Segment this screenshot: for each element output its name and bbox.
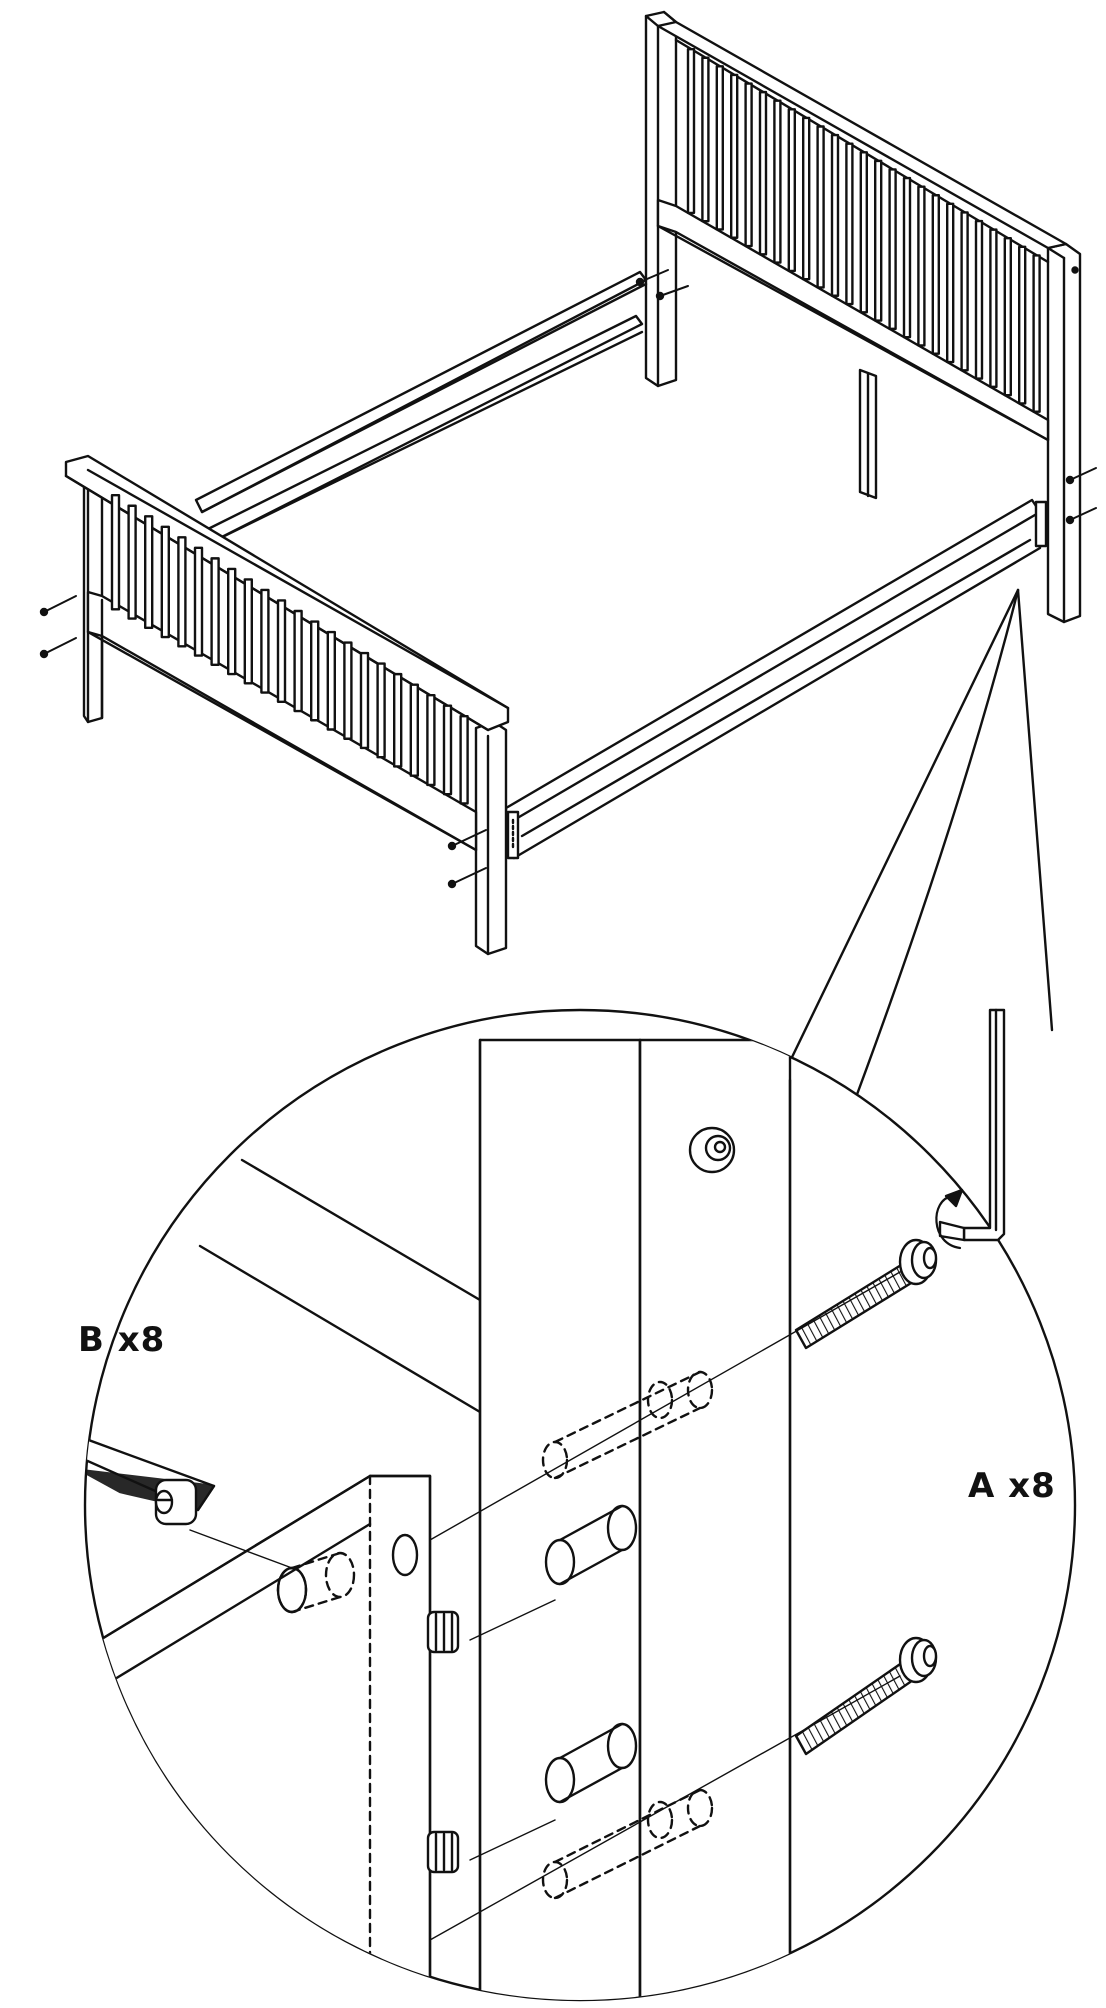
slat — [976, 221, 982, 379]
slat — [818, 127, 824, 288]
slat — [803, 118, 809, 279]
slat — [918, 187, 924, 346]
slat — [933, 195, 939, 353]
slat — [245, 579, 252, 683]
label-part-a: A x8 — [968, 1466, 1056, 1506]
slat — [112, 495, 119, 609]
allen-key-icon — [936, 1010, 1004, 1248]
mini-bolt-icon — [449, 830, 486, 849]
slat — [904, 178, 910, 337]
slat — [261, 590, 268, 693]
slat — [311, 622, 318, 721]
slat — [1005, 238, 1011, 395]
slat — [990, 230, 996, 387]
footboard-slats — [112, 495, 468, 803]
slat — [411, 685, 418, 776]
mini-bolt-icon — [637, 270, 668, 285]
slat — [394, 674, 401, 766]
slat — [361, 653, 368, 748]
slat — [702, 58, 708, 221]
slat — [875, 161, 881, 321]
mini-bolt-icon — [1067, 508, 1096, 523]
slat — [328, 632, 335, 729]
slat — [295, 611, 302, 711]
slat — [717, 66, 723, 229]
slat — [846, 144, 852, 304]
slat — [145, 516, 152, 628]
slat — [378, 664, 385, 758]
slat — [890, 169, 896, 328]
slat — [861, 152, 867, 312]
slat — [212, 558, 219, 664]
slat — [774, 101, 780, 263]
slat — [162, 527, 169, 637]
side-rail-right — [506, 500, 1046, 858]
slat — [832, 135, 838, 296]
mini-bolt-icon — [449, 868, 486, 887]
mini-bolt-icon — [41, 638, 76, 657]
slat — [129, 506, 136, 619]
dowel-icon — [428, 1612, 458, 1872]
slat — [344, 643, 351, 739]
mini-bolt-icon — [1067, 468, 1096, 483]
slat — [1019, 247, 1025, 404]
slat — [746, 84, 752, 247]
slat — [731, 75, 737, 238]
slat — [760, 92, 766, 254]
slat — [278, 600, 285, 701]
headboard-slats — [688, 49, 1040, 412]
slat — [228, 569, 235, 674]
footboard — [66, 456, 508, 954]
overview-bolts — [41, 270, 1096, 887]
slat — [444, 706, 451, 794]
slat — [947, 204, 953, 362]
slat — [962, 212, 968, 370]
cap-washer-icon — [690, 1128, 734, 1172]
barrel-nut-icon — [156, 1480, 196, 1524]
mini-bolt-icon — [41, 596, 76, 615]
slat — [1034, 255, 1040, 411]
callout-leader — [1018, 590, 1052, 1030]
mini-bolt-icon — [657, 286, 688, 299]
slat — [789, 109, 795, 271]
slat — [688, 49, 694, 213]
slat — [427, 695, 434, 785]
side-rail-left — [196, 272, 646, 542]
headboard — [646, 12, 1080, 622]
slat — [195, 548, 202, 656]
slat — [461, 716, 468, 803]
slat — [178, 537, 185, 646]
bolt-icon — [796, 1240, 936, 1754]
label-part-b: B x8 — [78, 1320, 166, 1360]
